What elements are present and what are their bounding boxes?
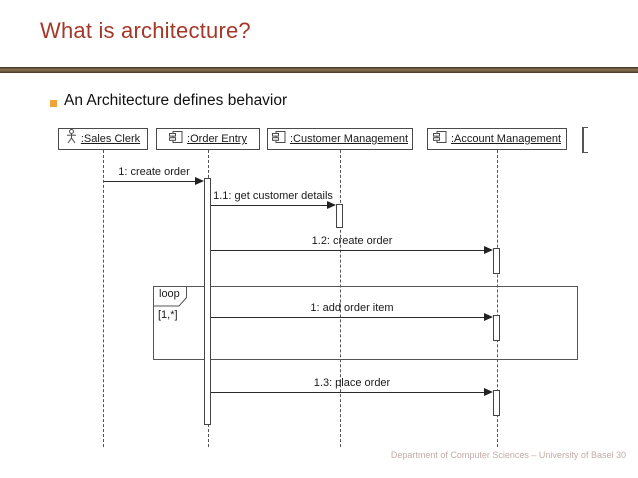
message-label: 1: add order item <box>310 302 394 314</box>
participant-customer-management: :Customer Management <box>267 128 413 150</box>
participant-order-entry: :Order Entry <box>156 128 260 150</box>
arrowhead-icon <box>484 246 493 254</box>
page-number: 30 <box>615 450 626 460</box>
participant-sales-clerk: :Sales Clerk <box>58 128 148 150</box>
loop-guard-label: [1,*] <box>158 309 178 321</box>
component-icon <box>272 130 286 148</box>
participant-label: :Sales Clerk <box>80 133 141 145</box>
activation-account-management-2 <box>493 315 500 341</box>
message-label: 1.3: place order <box>313 377 391 389</box>
lifeline-customer-management <box>340 150 341 447</box>
activation-account-management-3 <box>493 390 500 416</box>
message-line <box>104 181 196 182</box>
page-title: What is architecture? <box>40 18 251 43</box>
lifeline-account-management <box>497 150 498 447</box>
title-divider <box>0 67 638 73</box>
participant-label: :Order Entry <box>187 133 247 145</box>
bullet-text: An Architecture defines behavior <box>64 92 288 109</box>
message-label: 1.2: create order <box>311 235 393 247</box>
bullet-square-icon <box>50 100 57 107</box>
activation-customer-management <box>336 204 343 228</box>
component-icon <box>169 130 183 148</box>
message-line <box>211 317 484 318</box>
lifeline-sales-clerk <box>103 150 104 447</box>
activation-account-management-1 <box>493 248 500 274</box>
arrowhead-icon <box>484 313 493 321</box>
activation-order-entry <box>204 178 211 425</box>
participant-label: :Customer Management <box>290 133 408 145</box>
message-line <box>211 250 484 251</box>
message-line <box>211 392 484 393</box>
footer-text: Department of Computer Sciences – Univer… <box>390 450 614 460</box>
component-icon <box>432 130 447 148</box>
message-label: 1.1: get customer details <box>213 190 333 202</box>
footer: Department of Computer Sciences – Univer… <box>391 450 626 460</box>
arrowhead-icon <box>327 201 336 209</box>
actor-icon <box>66 129 77 149</box>
participant-account-management: :Account Management <box>427 128 567 150</box>
message-line <box>211 205 327 206</box>
arrowhead-icon <box>195 177 204 185</box>
loop-operator-label: loop <box>159 288 180 300</box>
arrowhead-icon <box>484 388 493 396</box>
loop-fragment <box>153 286 578 360</box>
participant-label: :Account Management <box>450 133 562 145</box>
truncated-participant-bracket <box>582 127 588 153</box>
loop-fragment-tab <box>153 286 187 307</box>
message-label: 1: create order <box>118 166 190 178</box>
